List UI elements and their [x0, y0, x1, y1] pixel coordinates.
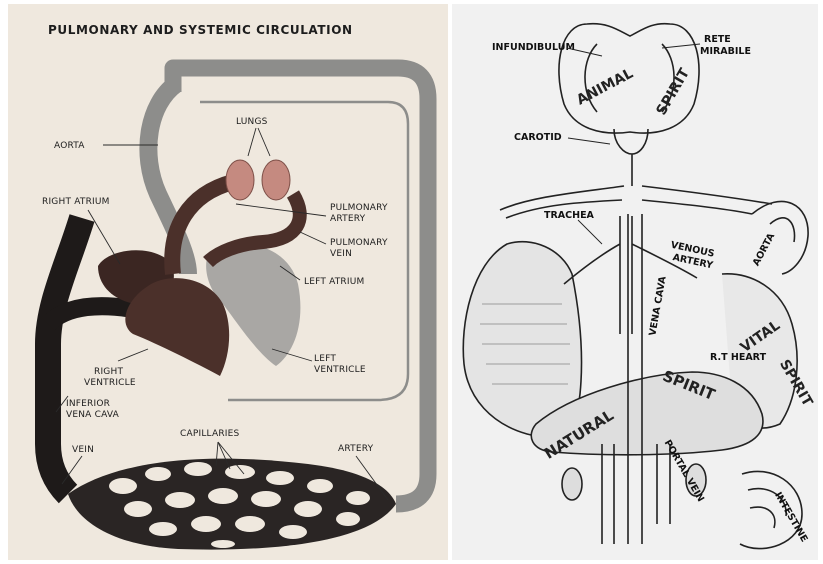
outlines — [463, 24, 808, 549]
leader-carotid — [568, 138, 610, 144]
label-pulmonary-artery: PULMONARY — [330, 203, 388, 213]
label-right-ventricle-2: VENTRICLE — [84, 378, 136, 388]
heart — [98, 182, 300, 376]
lung-right — [262, 160, 290, 200]
label-inferior-vena-cava-2: VENA CAVA — [66, 410, 120, 420]
carotid-vessel-2 — [500, 186, 772, 210]
capillary-bed — [68, 459, 396, 550]
label-pulmonary-vein: PULMONARY — [330, 238, 388, 248]
kidney-left — [562, 468, 582, 500]
label-infundibulum: INFUNDIBULUM — [492, 42, 575, 53]
label-intestine: INTESTINE — [772, 490, 809, 544]
lung-left — [226, 160, 254, 200]
label-rt-heart: R.T HEART — [710, 352, 767, 363]
label-rete: RETE — [704, 34, 731, 45]
label-pulmonary-artery-2: ARTERY — [330, 214, 366, 224]
leader-rete — [662, 44, 700, 48]
label-right-atrium: RIGHT ATRIUM — [42, 197, 110, 207]
vena-cava-inferior — [48, 306, 133, 324]
label-carotid: CAROTID — [514, 132, 562, 143]
label-inferior-vena-cava: INFERIOR — [66, 399, 110, 409]
galenic-physiology-panel: INFUNDIBULUM RETE MIRABILE ANIMAL SPIRIT… — [452, 4, 818, 560]
leader-trachea — [578, 220, 602, 244]
galenic-diagram: INFUNDIBULUM RETE MIRABILE ANIMAL SPIRIT… — [452, 4, 818, 560]
pulmonary-systemic-panel: PULMONARY AND SYSTEMIC CIRCULATION LUNGS… — [8, 4, 448, 560]
label-left-ventricle: LEFT — [314, 354, 336, 364]
lungs — [226, 160, 290, 200]
label-trachea: TRACHEA — [544, 210, 595, 221]
label-artery: ARTERY — [338, 444, 374, 454]
label-pulmonary-vein-2: VEIN — [330, 249, 352, 259]
left-title: PULMONARY AND SYSTEMIC CIRCULATION — [48, 23, 353, 37]
trachea-vessel — [564, 216, 697, 334]
label-rete-2: MIRABILE — [700, 46, 751, 57]
right-ventricle-shape — [125, 278, 229, 376]
carotid-vessel-3 — [506, 200, 752, 218]
label-capillaries: CAPILLARIES — [180, 429, 240, 439]
label-animal: ANIMAL — [574, 66, 636, 109]
circulation-diagram: PULMONARY AND SYSTEMIC CIRCULATION LUNGS… — [8, 4, 448, 560]
label-aorta-right: AORTA — [751, 231, 778, 268]
label-left-ventricle-2: VENTRICLE — [314, 365, 366, 375]
descending-vessel — [602, 444, 670, 544]
carotid-vessel — [614, 129, 648, 186]
label-vein: VEIN — [72, 445, 94, 455]
label-left-atrium: LEFT ATRIUM — [304, 277, 365, 287]
label-lungs: LUNGS — [236, 117, 268, 127]
label-aorta: AORTA — [54, 141, 85, 151]
label-vena-cava: VENA CAVA — [647, 275, 668, 337]
label-right-ventricle: RIGHT — [94, 367, 123, 377]
